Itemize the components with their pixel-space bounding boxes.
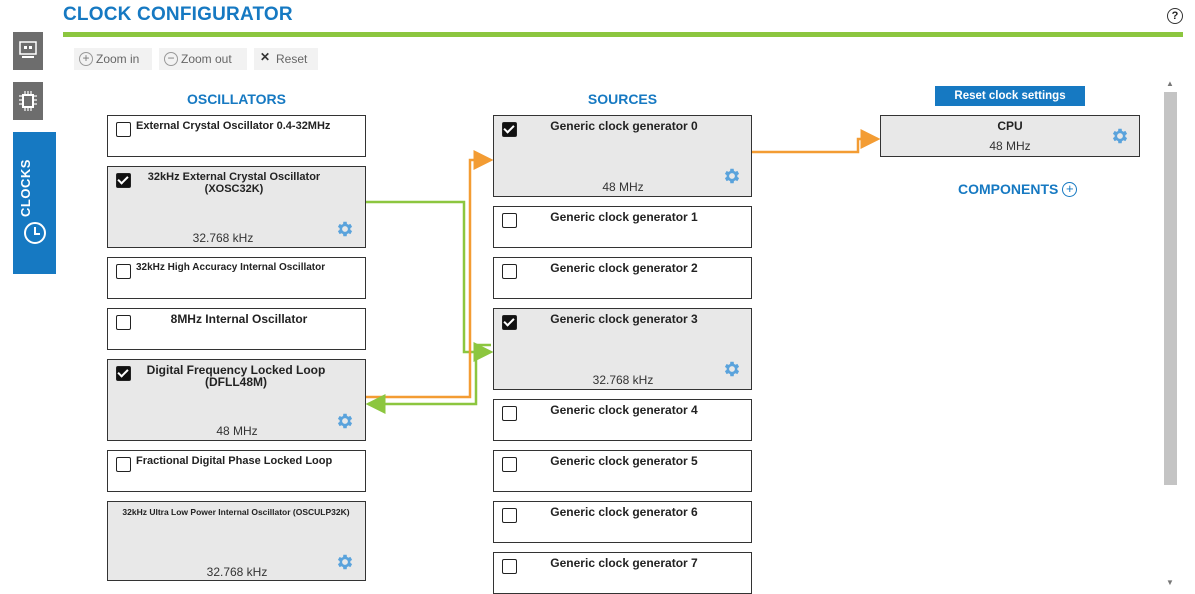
oscillator-checkbox[interactable] <box>116 173 131 188</box>
gear-icon[interactable] <box>335 552 355 572</box>
cpu-name: CPU <box>997 119 1023 133</box>
zoom-out-button[interactable]: − Zoom out <box>159 48 247 70</box>
source-gclk5[interactable]: Generic clock generator 5 <box>493 450 752 492</box>
gear-icon[interactable] <box>335 411 355 431</box>
oscillator-xosc32k[interactable]: 32kHz External Crystal Oscillator (XOSC3… <box>107 166 366 248</box>
pinout-view-button[interactable] <box>13 82 43 120</box>
title-underline <box>63 32 1183 37</box>
oscillator-frequency: 32.768 kHz <box>192 231 254 245</box>
components-heading: COMPONENTS <box>958 181 1059 197</box>
oscillator-name: 32kHz High Accuracy Internal Oscillator <box>136 262 326 273</box>
oscillator-fdpll[interactable]: Fractional Digital Phase Locked Loop <box>107 450 366 492</box>
source-frequency: 32.768 kHz <box>592 373 654 387</box>
help-icon[interactable]: ? <box>1167 8 1183 24</box>
source-frequency: 48 MHz <box>602 180 644 194</box>
source-checkbox[interactable] <box>502 508 517 523</box>
zoom-in-label: Zoom in <box>96 52 140 66</box>
oscillator-name: 32kHz Ultra Low Power Internal Oscillato… <box>122 507 350 517</box>
source-gclk7[interactable]: Generic clock generator 7 <box>493 552 752 594</box>
components-add-button[interactable]: COMPONENTS+ <box>958 181 1078 197</box>
oscillator-checkbox[interactable] <box>116 457 131 472</box>
source-gclk1[interactable]: Generic clock generator 1 <box>493 206 752 248</box>
connection-gclk3-dfll <box>365 343 491 414</box>
source-checkbox[interactable] <box>502 213 517 228</box>
source-name: Generic clock generator 7 <box>550 556 698 570</box>
source-checkbox[interactable] <box>502 122 517 137</box>
page-title: CLOCK CONFIGURATOR <box>63 4 293 25</box>
source-name: Generic clock generator 1 <box>550 210 698 224</box>
reset-clock-settings-button[interactable]: Reset clock settings <box>935 86 1085 106</box>
oscillator-name: External Crystal Oscillator 0.4-32MHz <box>136 120 331 132</box>
oscillator-frequency: 48 MHz <box>216 424 258 438</box>
fit-icon: ✕ <box>259 50 271 64</box>
scroll-up-icon[interactable]: ▲ <box>1166 79 1174 88</box>
board-view-button[interactable] <box>13 32 43 70</box>
source-gclk0[interactable]: Generic clock generator 0 48 MHz <box>493 115 752 197</box>
add-icon: + <box>1062 182 1078 197</box>
clock-icon <box>24 222 46 244</box>
source-name: Generic clock generator 6 <box>550 505 698 519</box>
monitor-icon <box>19 41 37 58</box>
source-checkbox[interactable] <box>502 559 517 574</box>
gear-icon[interactable] <box>722 166 742 186</box>
scrollbar-thumb[interactable] <box>1164 92 1177 485</box>
connection-dfll-gclk0 <box>366 150 494 399</box>
zoom-in-icon: + <box>79 52 93 66</box>
gear-icon[interactable] <box>1110 126 1130 146</box>
source-checkbox[interactable] <box>502 315 517 330</box>
scroll-down-icon[interactable]: ▼ <box>1166 578 1174 587</box>
source-checkbox[interactable] <box>502 264 517 279</box>
oscillator-name: 8MHz Internal Oscillator <box>170 312 308 326</box>
oscillator-8mhz[interactable]: 8MHz Internal Oscillator <box>107 308 366 350</box>
source-gclk6[interactable]: Generic clock generator 6 <box>493 501 752 543</box>
clocks-tab[interactable]: CLOCKS <box>13 132 56 274</box>
zoom-out-icon: − <box>164 52 178 66</box>
source-name: Generic clock generator 2 <box>550 261 698 275</box>
zoom-out-label: Zoom out <box>181 52 232 66</box>
oscillator-dfll48m[interactable]: Digital Frequency Locked Loop (DFLL48M) … <box>107 359 366 441</box>
oscillator-hai[interactable]: 32kHz High Accuracy Internal Oscillator <box>107 257 366 299</box>
source-name: Generic clock generator 0 <box>550 119 698 133</box>
cpu-component[interactable]: CPU 48 MHz <box>880 115 1140 157</box>
oscillator-frequency: 32.768 kHz <box>206 565 268 579</box>
source-name: Generic clock generator 5 <box>550 454 698 468</box>
connection-xosc32k-gclk3 <box>366 200 494 362</box>
gear-icon[interactable] <box>722 359 742 379</box>
zoom-in-button[interactable]: + Zoom in <box>74 48 152 70</box>
oscillator-name: Digital Frequency Locked Loop (DFLL48M) <box>146 363 326 389</box>
sources-heading: SOURCES <box>587 91 658 107</box>
chip-icon <box>19 91 37 111</box>
source-gclk4[interactable]: Generic clock generator 4 <box>493 399 752 441</box>
oscillator-name: 32kHz External Crystal Oscillator (XOSC3… <box>147 171 321 195</box>
oscillator-name: Fractional Digital Phase Locked Loop <box>136 455 333 467</box>
oscillator-checkbox[interactable] <box>116 315 131 330</box>
oscillator-checkbox[interactable] <box>116 122 131 137</box>
oscillator-checkbox[interactable] <box>116 264 131 279</box>
reset-zoom-button[interactable]: ✕ Reset <box>254 48 318 70</box>
cpu-frequency: 48 MHz <box>989 139 1031 153</box>
source-gclk3[interactable]: Generic clock generator 3 32.768 kHz <box>493 308 752 390</box>
source-name: Generic clock generator 3 <box>550 312 698 326</box>
source-gclk2[interactable]: Generic clock generator 2 <box>493 257 752 299</box>
connection-gclk0-cpu <box>752 129 881 154</box>
gear-icon[interactable] <box>335 219 355 239</box>
oscillator-checkbox[interactable] <box>116 366 131 381</box>
reset-zoom-label: Reset <box>276 52 308 66</box>
oscillator-xosc[interactable]: External Crystal Oscillator 0.4-32MHz <box>107 115 366 157</box>
source-checkbox[interactable] <box>502 406 517 421</box>
source-checkbox[interactable] <box>502 457 517 472</box>
oscillators-heading: OSCILLATORS <box>186 91 287 107</box>
oscillator-osculp32k: 32kHz Ultra Low Power Internal Oscillato… <box>107 501 366 581</box>
source-name: Generic clock generator 4 <box>550 403 698 417</box>
